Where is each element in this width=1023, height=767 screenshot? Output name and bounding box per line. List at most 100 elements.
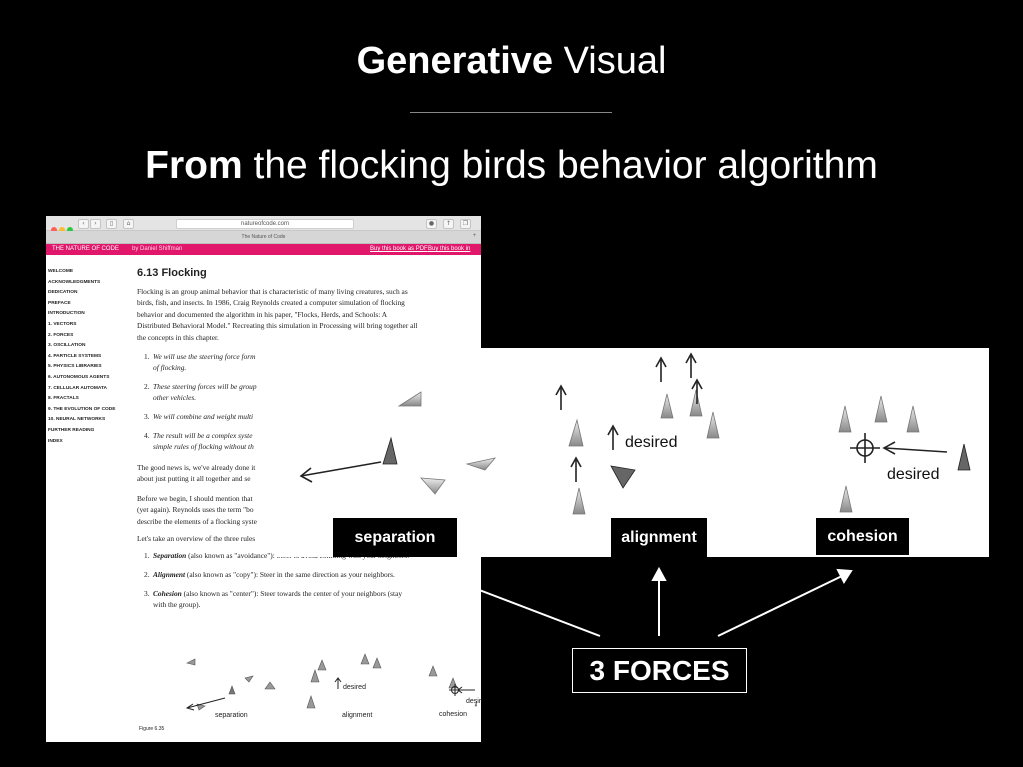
body-line: Before we begin, I should mention that [137,493,253,503]
slide-subtitle: From the flocking birds behavior algorit… [0,142,1023,190]
tabs-icon[interactable]: ❐ [460,219,471,229]
list-text: We will combine and weight multi [153,412,254,422]
sidebar-item[interactable]: PREFACE [48,300,71,306]
sidebar-item[interactable]: FURTHER READING [48,427,95,433]
list-number: 3. [144,589,150,599]
shield-icon[interactable]: ● [426,219,437,229]
list-item: 2.Alignment (also known as "copy"): Stee… [137,569,473,580]
list-item: 3.We will combine and weight multi [137,411,473,422]
intro-line: behavior and documented the algorithm in… [137,309,388,319]
title-divider [410,112,612,113]
article-heading: 6.13 Flocking [137,267,207,279]
site-logo[interactable]: THE NATURE OF CODE [52,246,119,252]
share-icon[interactable]: ↑ [443,219,454,229]
minimize-window-icon[interactable] [59,227,65,233]
list-number: 1. [144,352,150,362]
list-item: 3.Cohesion (also known as "center"): Ste… [137,588,473,610]
rule-name: Alignment [153,570,186,580]
list-text: of flocking. [153,363,187,373]
sidebar-item[interactable]: INDEX [48,438,63,444]
rule-name: Separation [153,551,187,561]
figure-caption: Figure 6.35 [139,726,165,732]
sidebar-toggle-icon[interactable]: ▯ [106,219,117,229]
sidebar-item[interactable]: 5. PHYSICS LIBRARIES [48,364,102,370]
site-header: THE NATURE OF CODE by Daniel Shiffman Bu… [46,244,481,263]
separation-tag: separation [333,518,457,557]
sidebar-item[interactable]: WELCOME [48,269,74,274]
slide-title-bold: Generative [356,40,554,82]
three-forces-callout: 3 FORCES [572,648,747,693]
sidebar-item[interactable]: 10. NEURAL NETWORKS [48,417,106,423]
list-text: The result will be a complex syste [153,431,253,441]
browser-toolbar: ‹ › ▯ ⌂ natureofcode.com ● ↑ ❐ [46,216,481,233]
flocking-figure-enlarged: desired desired separation alignment coh… [275,348,989,557]
intro-line: the concepts in this chapter. [137,332,219,342]
figure-label-alignment: alignment [342,712,373,719]
list-number: 4. [144,431,150,441]
sidebar-item[interactable]: 2. FORCES [48,332,74,338]
chapter-sidebar: WELCOME ACKNOWLEDGMENTS DEDICATION PREFA… [48,267,132,447]
list-number: 3. [144,412,150,422]
figure-label-separation: separation [215,712,248,719]
rule-name: Cohesion [153,589,182,599]
sidebar-item[interactable]: DEDICATION [48,290,78,296]
list-number: 1. [144,551,150,561]
figure-flocking-small: desired desired separation alignment coh… [137,648,481,736]
body-line: The good news is, we've already done it [137,463,256,473]
sidebar-item[interactable]: 3. OSCILLATION [48,343,86,349]
buy-print-link[interactable]: Buy this book in print [428,246,471,263]
sidebar-item[interactable]: 9. THE EVOLUTION OF CODE [48,406,116,412]
list-text: These steering forces will be group [153,382,257,392]
sidebar-item[interactable]: INTRODUCTION [48,311,85,317]
intro-line: Flocking is an group animal behavior tha… [137,287,408,296]
figure-label-desired: desired [343,684,366,691]
slide-title-rest: Visual [553,40,667,82]
sidebar-item[interactable]: 8. FRACTALS [48,396,79,402]
sidebar-item[interactable]: ACKNOWLEDGMENTS [48,279,101,285]
address-bar[interactable]: natureofcode.com [176,219,354,229]
slide-subtitle-rest: the flocking birds behavior algorithm [242,144,878,187]
figure-label-desired: desired [466,698,481,705]
desired-label-cohesion: desired [887,466,940,483]
tab-bar: The Nature of Code + [46,231,481,244]
active-tab-title[interactable]: The Nature of Code [241,234,286,240]
window-controls [51,220,75,238]
flocking-figure-drawing [299,352,971,515]
body-line: describe the elements of a flocking syst… [137,516,257,526]
list-text: (also known as "center"): Steer towards … [181,589,403,599]
figure-label-cohesion: cohesion [439,711,468,718]
list-text: simple rules of flocking without th [153,442,254,452]
back-button-icon[interactable]: ‹ [78,219,89,229]
list-number: 2. [144,382,150,392]
list-number: 2. [144,570,150,580]
article-content: 6.13 Flocking Flocking is an group anima… [137,266,473,610]
sidebar-item[interactable]: 7. CELLULAR AUTOMATA [48,385,107,391]
intro-line: birds, fish, and insects. In 1986, Craig… [137,298,405,308]
zoom-window-icon[interactable] [67,227,73,233]
intro-line: Distributed Behavioral Model." Recreatin… [137,321,418,331]
slide-subtitle-bold: From [145,144,243,187]
list-text: (also known as "copy"): Steer in the sam… [185,570,395,580]
sidebar-item[interactable]: 4. PARTICLE SYSTEMS [48,353,102,359]
cohesion-tag: cohesion [816,518,909,555]
home-icon[interactable]: ⌂ [123,219,134,229]
close-window-icon[interactable] [51,227,57,233]
buy-pdf-link[interactable]: Buy this book as PDF [370,246,428,252]
sidebar-item[interactable]: 6. AUTONOMOUS AGENTS [48,374,110,380]
forward-button-icon[interactable]: › [90,219,101,229]
alignment-tag: alignment [611,518,707,557]
slide-title: Generative Visual [0,38,1023,84]
body-line: (yet again). Reynolds uses the term "bo [137,505,254,515]
site-author: by Daniel Shiffman [132,246,183,252]
sidebar-item[interactable]: 1. VECTORS [48,321,77,327]
body-line: about just putting it all together and s… [137,474,251,484]
desired-label-alignment: desired [625,434,678,451]
list-text: We will use the steering force form [153,352,256,362]
new-tab-icon[interactable]: + [472,233,477,239]
body-line: Let's take an overview of the three rule… [137,534,256,544]
